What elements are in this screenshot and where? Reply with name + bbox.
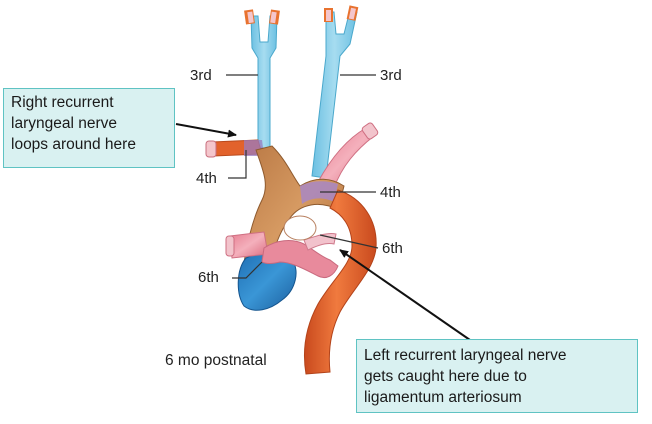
label-sixth-right: 6th: [382, 240, 403, 257]
label-sixth-left: 6th: [198, 269, 219, 286]
sixth-arch: [261, 240, 339, 279]
arrow-left-nerve: [339, 249, 471, 341]
ligamentum-arteriosum: [303, 233, 337, 251]
callout-left-line: ligamentum arteriosum: [364, 389, 522, 406]
callout-right-line: Right recurrent: [11, 94, 114, 111]
label-fourth-left: 4th: [196, 170, 217, 187]
right-pulmonary-artery: [229, 231, 269, 259]
callout-left-line: Left recurrent laryngeal nerve: [364, 347, 567, 364]
right-subclavian: [205, 139, 264, 158]
callout-left-line: gets caught here due to: [364, 368, 527, 385]
callout-right-recurrent-nerve: Right recurrent laryngeal nerve loops ar…: [3, 88, 175, 168]
callout-right-line: loops around here: [11, 136, 136, 153]
label-third-left: 3rd: [190, 67, 212, 84]
callout-left-recurrent-nerve: Left recurrent laryngeal nerve gets caug…: [356, 339, 638, 413]
arrow-right-nerve: [175, 123, 237, 138]
label-third-right: 3rd: [380, 67, 402, 84]
left-third-arch: [311, 5, 359, 179]
label-leaders: [226, 74, 379, 279]
fourth-arch-band: [300, 181, 338, 204]
caption-age: 6 mo postnatal: [165, 352, 267, 369]
right-third-arch: [244, 9, 280, 149]
callout-right-line: laryngeal nerve: [11, 115, 117, 132]
label-fourth-right: 4th: [380, 184, 401, 201]
